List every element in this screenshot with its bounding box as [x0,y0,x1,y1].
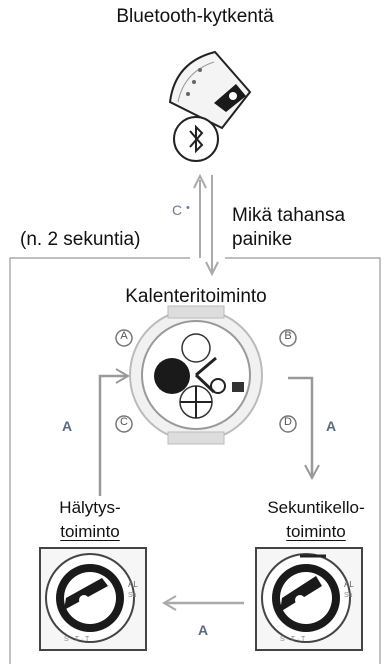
arrow-a-bottom-label: A [198,622,209,638]
bluetooth-watch-illustration [168,50,252,162]
approx-duration-label: (n. 2 sekuntia) [20,229,141,250]
any-button-label: Mikä tahansa painike [232,205,346,250]
alarm-dial-icon [39,547,147,651]
alarm-dial-al-mark: AL [128,580,138,589]
bluetooth-connection-title: Bluetooth-kytkentä [116,6,274,27]
arrow-a-right-label: A [326,418,337,434]
stopwatch-dial-icon [255,547,363,651]
stopwatch-dial-bottom-row: S · T · T [280,636,306,643]
alarm-dial-bottom-row: S · T · T [64,636,90,643]
bluetooth-icon [173,116,219,162]
press-c-label: C • [172,202,190,218]
watch-button-c: C [120,416,128,428]
alarm-mode-title-line2: toiminto [60,522,120,541]
watch-button-d: D [284,416,292,428]
stopwatch-mode-title-line2: toiminto [286,522,346,541]
connect-arrow-up [193,173,207,258]
watch-button-b: B [284,330,292,342]
watch-face-icon [115,305,297,445]
alarm-mode-title-line1: Hälytys- [59,498,121,517]
press-c-mark: • [186,202,190,214]
stopwatch-mode-title-line1: Sekuntikello- [267,498,365,517]
stopwatch-dial-al-mark: AL [344,580,354,589]
arrow-alarm-to-calendar [98,368,130,496]
arrow-calendar-to-stopwatch [288,376,320,481]
watch-button-a: A [120,330,128,342]
alarm-dial-su-mark: Su [128,592,137,599]
press-c-key: C [172,202,183,218]
calendar-mode-title: Kalenteritoiminto [125,286,267,307]
stopwatch-dial-su-mark: Su [344,592,353,599]
arrow-stopwatch-to-alarm [162,595,244,611]
arrow-a-left-label: A [62,418,73,434]
connect-arrow-down [205,175,219,277]
